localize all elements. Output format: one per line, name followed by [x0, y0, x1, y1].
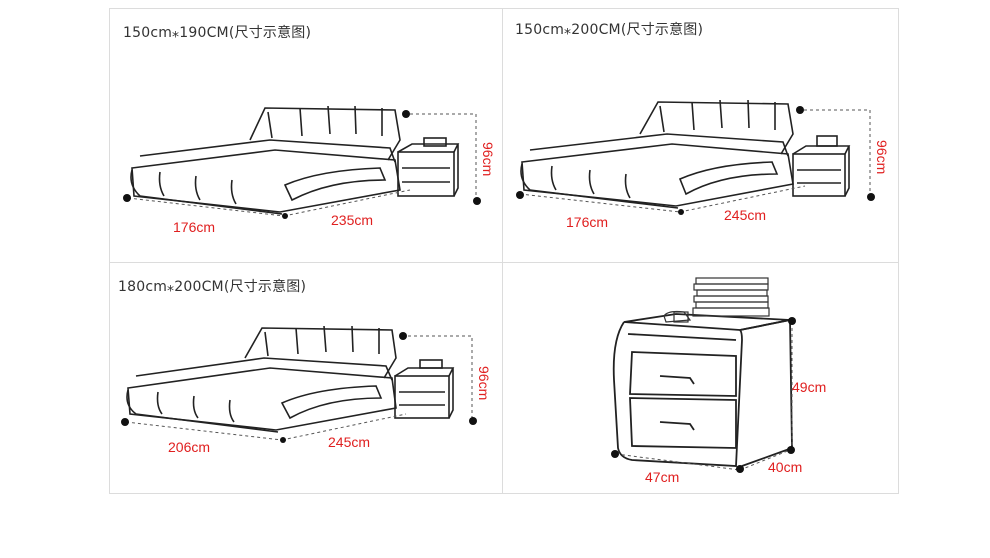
panel-caption: 180cm⁎200CM(尺寸示意图)	[118, 279, 307, 295]
bed-drawing	[130, 105, 460, 215]
dimension-lines	[519, 109, 871, 213]
bed-illustration	[121, 325, 477, 443]
grid-divider-vertical	[502, 8, 503, 494]
dimension-width: 176cm	[566, 214, 609, 230]
dimension-points	[611, 317, 796, 473]
bed-drawing	[126, 325, 455, 433]
panel-caption: 150cm⁎190CM(尺寸示意图)	[123, 25, 312, 41]
dimension-nightstand-width: 47cm	[645, 469, 680, 485]
dimension-length: 245cm	[724, 207, 767, 223]
dimension-points	[121, 332, 477, 443]
bed-drawing	[520, 99, 851, 209]
nightstand-drawing	[612, 313, 793, 467]
dimension-nightstand-depth: 40cm	[768, 459, 803, 475]
bed-illustration	[123, 105, 481, 219]
bed-illustration	[516, 99, 875, 215]
panel-caption: 150cm⁎200CM(尺寸示意图)	[515, 22, 704, 38]
dimension-nightstand-height: 49cm	[792, 379, 827, 395]
sheet-frame	[109, 8, 899, 494]
bed-panel-3: 180cm⁎200CM(尺寸示意图) 206cm 245cm 9	[118, 279, 492, 455]
dimension-lines	[615, 322, 793, 471]
dimension-width: 176cm	[173, 219, 216, 235]
bed-panel-2: 150cm⁎200CM(尺寸示意图) 176cm 245cm 9	[0, 0, 990, 262]
dimension-length: 245cm	[328, 434, 371, 450]
grid-divider-horizontal	[109, 262, 899, 263]
dimension-width: 206cm	[168, 439, 211, 455]
bed-panel-1: 150cm⁎190CM(尺寸示意图) 176cm 235cm 9	[0, 0, 502, 262]
dimension-length: 235cm	[331, 212, 374, 228]
dimension-lines	[125, 335, 473, 441]
dimension-points	[516, 106, 875, 215]
dimension-lines	[127, 113, 477, 217]
book-stack	[663, 277, 770, 323]
dimension-points	[123, 110, 481, 219]
